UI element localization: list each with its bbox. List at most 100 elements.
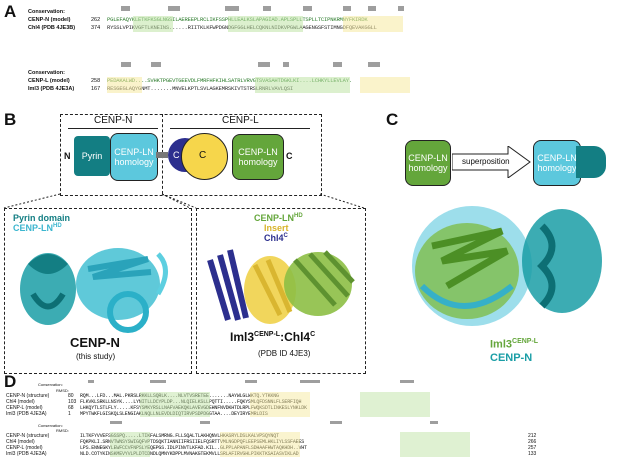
seq-end: 257 <box>528 445 537 451</box>
legend-chl4c-text: Chl4 <box>264 233 284 243</box>
seq-start: 258 <box>91 78 101 84</box>
cenp-n-structure-box <box>4 208 192 374</box>
chl4-sup: C <box>310 331 316 338</box>
conservation-label: Conservation: <box>28 70 65 76</box>
sequence-row: LPS.ENNEGKYLEWFCCVFNPSLYEQEPGS.IDLPINVTL… <box>80 445 307 451</box>
seq-name: CENP-L (model) <box>6 405 43 411</box>
seq-name: CENP-N (structure) <box>6 433 50 439</box>
alignment-highlight <box>220 432 300 457</box>
seq-name: CENP-L (model) <box>6 445 43 451</box>
conservation-label: Conservation: <box>28 9 65 15</box>
iml3-sup: CENP-L <box>254 331 281 338</box>
rmsd-label: RMSD: <box>56 388 69 393</box>
iml3-text: Iml3 <box>230 330 255 344</box>
legend-pyrin: Pyrin domain <box>13 213 71 223</box>
panel-b-label: B <box>4 110 17 129</box>
superposition-arrow <box>452 146 531 178</box>
seq-end: 266 <box>528 439 537 445</box>
linker <box>156 152 168 158</box>
seq-start: 80 <box>68 393 74 399</box>
cenp-n-bracket <box>68 128 158 129</box>
legend-cenp-n: CENP-N <box>490 352 533 364</box>
legend-iml3-sup: CENP-L <box>512 338 539 345</box>
cenp-ln-homology-l: CENP-LN homology <box>232 134 284 180</box>
seq-start: 262 <box>91 17 101 23</box>
legend-hd-l-sup: HD <box>294 213 303 219</box>
alignment-highlight <box>360 392 430 417</box>
c-label-small: C <box>173 150 180 160</box>
legend-cenp-ln-hd-l: CENP-LNHD <box>254 213 303 223</box>
alignment-highlight <box>255 77 350 93</box>
c-terminus: C <box>286 151 293 161</box>
legend-iml3: Iml3CENP-L <box>490 338 538 351</box>
panel-a-label: A <box>4 2 17 21</box>
cenp-n-ribbon <box>20 248 168 333</box>
alignment-highlight <box>140 392 210 417</box>
insert-domain <box>181 133 228 180</box>
n-terminus: N <box>64 151 71 161</box>
alignment-highlight <box>110 432 150 457</box>
seq-start: 1 <box>68 411 71 417</box>
chl4-text: :Chl4 <box>280 330 311 344</box>
seq-start: 103 <box>68 399 77 405</box>
alignment-highlight <box>250 392 310 417</box>
legend-cenp-ln-hd: CENP-LNHD <box>13 223 62 233</box>
seq-name: CENP-N (model) <box>28 17 71 23</box>
seq-name: CENP-L (model) <box>28 78 70 84</box>
legend-cenp-ln-l-text: CENP-LN <box>254 213 294 223</box>
conservation-label: Conservation: <box>38 423 63 428</box>
pdb-subtitle: (PDB ID 4JE3) <box>258 349 311 358</box>
superposition-ribbon <box>412 206 602 326</box>
alignment-highlight <box>343 16 403 32</box>
legend-cenp-ln-text: CENP-LN <box>13 223 53 233</box>
seq-end: 133 <box>528 451 537 457</box>
legend-iml3-text: Iml3 <box>490 338 513 351</box>
legend-hd-sup: HD <box>53 223 62 229</box>
iml3-chl4-ribbon <box>207 249 355 324</box>
alignment-highlight <box>228 16 303 32</box>
legend-insert: Insert <box>264 223 289 233</box>
cenp-ln-homology-n: CENP-LN homology <box>110 133 158 181</box>
alignment-highlight <box>107 77 142 93</box>
sequence-row: RESGEGLAQYGNMT.......MNVELKPTLSVLAGKEMRS… <box>107 85 294 92</box>
seq-name: Chl4 (PDB 4JE3B) <box>28 25 76 31</box>
legend-chl4c-sup: C <box>283 233 288 239</box>
c-label-large: C <box>199 150 207 161</box>
cenp-l-bracket <box>170 128 310 129</box>
iml3-chl4-title: Iml3CENP-L:Chl4C <box>230 330 315 344</box>
sequence-row: PEDAKALWD....SVHKTPGEVTGEEVDLFMRFHFKIHLS… <box>107 77 352 84</box>
seq-name: Iml3 (PDB 4JE3A) <box>6 451 47 457</box>
seq-name: Iml3 (PDB 4JE3A) <box>6 411 47 417</box>
panel-d-label: D <box>4 372 17 391</box>
alignment-highlight <box>133 16 173 32</box>
cenp-n-subtitle: (this study) <box>76 352 116 361</box>
sequence-row: NLD.COTYKINSKMEVYVLPLDTCDNDLQMNYKDPPLMVN… <box>80 451 299 457</box>
seq-start: 167 <box>91 86 101 92</box>
cenp-ln-homology-cyan: CENP-LN homology <box>533 140 581 186</box>
cenp-ln-homology-green: CENP-LN homology <box>405 140 451 186</box>
pyrin-domain: Pyrin <box>74 136 110 176</box>
seq-name: CENP-N (structure) <box>6 393 50 399</box>
sequence-row: ILTKFYVVEFSGSSPQ.....LTIKFALSMRNG.FLLSQA… <box>80 433 279 439</box>
seq-start: 374 <box>91 25 101 31</box>
cenp-n-title: CENP-N <box>70 335 120 350</box>
panel-c-label: C <box>386 110 399 129</box>
sequence-row: FQKPKLI.SRNVTWNSYSWIGQFVPTDSQKTIANNIIFRS… <box>80 439 305 445</box>
seq-end: 212 <box>528 433 537 439</box>
rmsd-label: RMSD: <box>56 428 69 433</box>
superposition-label: superposition <box>462 157 510 166</box>
alignment-highlight <box>400 432 470 457</box>
legend-chl4c: Chl4C <box>264 233 288 243</box>
conservation-label: Conservation: <box>38 382 63 387</box>
cenp-n-label: CENP-N <box>94 115 133 126</box>
domain-diagram-frame <box>60 114 322 196</box>
seq-name: Chl4 (model) <box>6 399 35 405</box>
seq-start: 68 <box>68 405 74 411</box>
seq-name: Iml3 (PDB 4JE3A) <box>28 86 75 92</box>
seq-name: Chl4 (model) <box>6 439 35 445</box>
cenp-l-label: CENP-L <box>222 115 259 126</box>
alignment-highlight <box>360 77 410 93</box>
iml3-chl4-structure-box <box>196 208 366 374</box>
cenp-n-teal-cap <box>576 146 606 178</box>
